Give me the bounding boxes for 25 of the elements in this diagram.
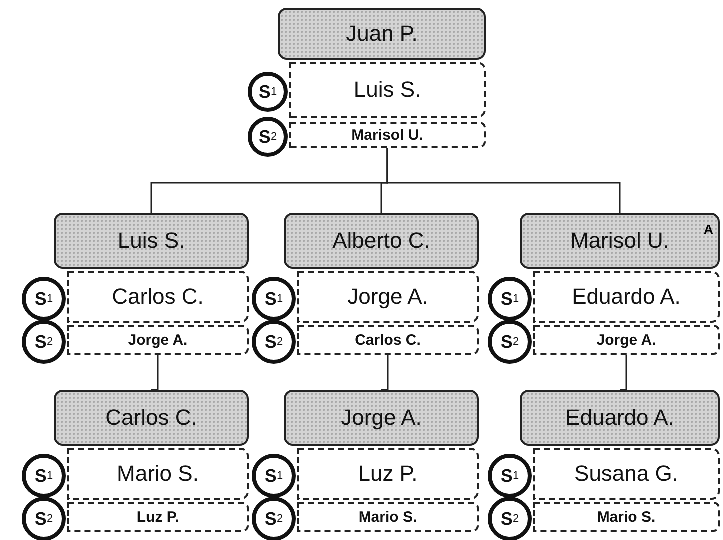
- successor-box: Carlos C.: [67, 271, 249, 323]
- name-box: Alberto C.: [284, 213, 479, 269]
- name-box: Eduardo A.: [520, 390, 720, 446]
- connector-line: [619, 355, 628, 391]
- successor-box: Jorge A.: [297, 271, 479, 323]
- successor-box: Jorge A.: [533, 325, 720, 355]
- successor-box: Luz P.: [67, 502, 249, 532]
- margin-letter: A: [704, 222, 714, 237]
- successor-box: Eduardo A.: [533, 271, 720, 323]
- successor-box: Luz P.: [297, 448, 479, 500]
- successor-box: Luis S.: [289, 62, 486, 118]
- connector-line: [386, 148, 621, 213]
- successor-box: Jorge A.: [67, 325, 249, 355]
- successor-box: Susana G.: [533, 448, 720, 500]
- name-box: Juan P.: [278, 8, 486, 60]
- connector-line: [380, 355, 389, 391]
- name-box: Luis S.: [54, 213, 249, 269]
- name-box: Carlos C.: [54, 390, 249, 446]
- name-box: Jorge A.: [284, 390, 479, 446]
- successor-box: Mario S.: [297, 502, 479, 532]
- successor-box: Mario S.: [533, 502, 720, 532]
- connector-line: [150, 355, 159, 391]
- successor-box: Carlos C.: [297, 325, 479, 355]
- successor-box: Marisol U.: [289, 122, 486, 148]
- successor-box: Mario S.: [67, 448, 249, 500]
